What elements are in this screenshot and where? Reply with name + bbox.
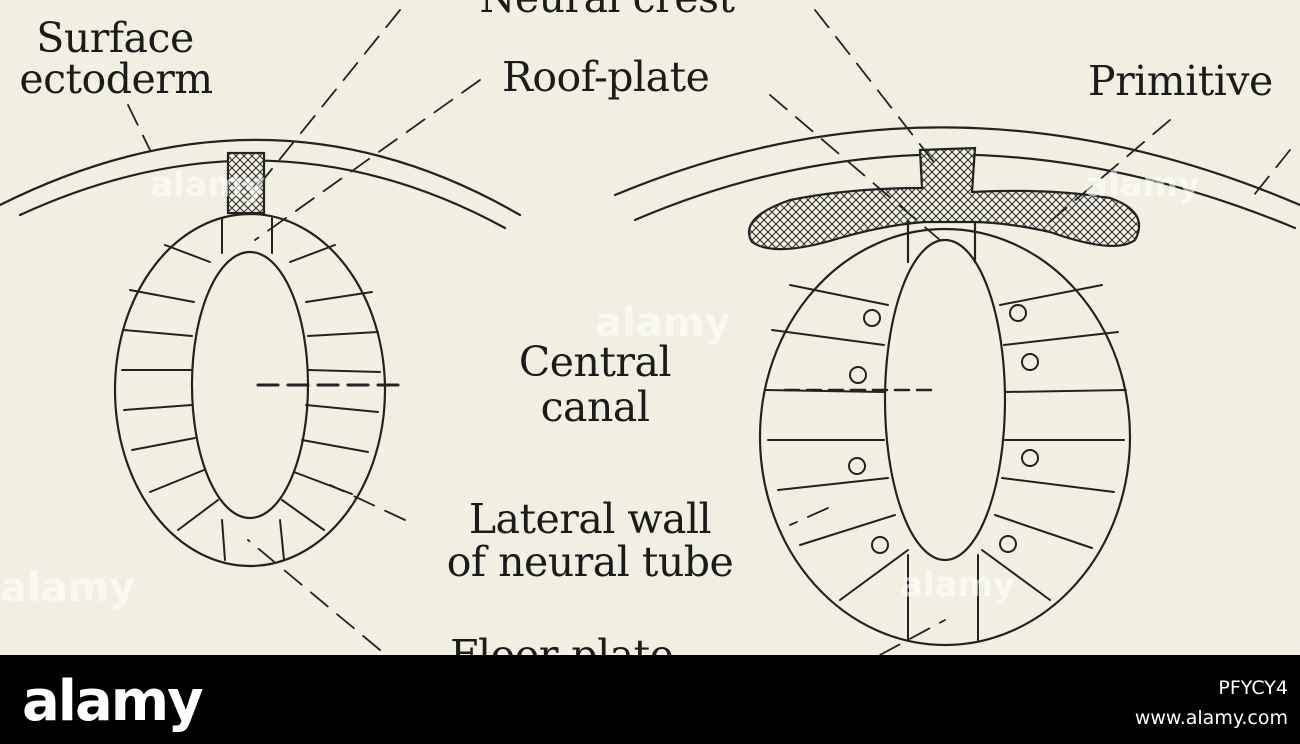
- image-id-label: PFYCY4: [1218, 677, 1288, 699]
- primitive-pointer-1: [1039, 119, 1171, 231]
- alamy-logo[interactable]: alamy: [22, 669, 204, 734]
- floor-plate-pointer: [247, 539, 381, 651]
- label-lateral-wall-line2: of neural tube: [446, 538, 734, 586]
- primitive-pointer-2: [1249, 149, 1291, 201]
- label-central-canal-line1: Central: [518, 338, 672, 386]
- floor-plate-pointer-right: [879, 619, 946, 655]
- left-ectoderm-outer: [0, 138, 522, 217]
- label-surface-ectoderm-line1: Surface: [36, 14, 194, 62]
- left-ectoderm-inner: [18, 159, 507, 230]
- neural-tube-drawing: [0, 9, 1300, 655]
- label-neural-crest: Neural crest: [432, 0, 782, 20]
- roof-plate-pointer-right: [769, 94, 941, 241]
- watermark-text: alamy: [900, 565, 1016, 605]
- label-surface-ectoderm-line2: ectoderm: [19, 55, 213, 103]
- right-central-canal: [883, 238, 1007, 562]
- label-floor-plate-partial: Floor-plate: [450, 631, 674, 655]
- right-neural-crest: [747, 146, 1141, 251]
- lateral-wall-pointer-right: [789, 507, 829, 526]
- watermark-text: alamy: [150, 165, 266, 205]
- watermark-text: alamy: [595, 300, 731, 346]
- neural-crest-pointer-left: [254, 9, 401, 191]
- roof-plate-pointer-left: [254, 79, 481, 241]
- diagram-figure: Neural crest Surface ectoderm Roof-plate…: [0, 0, 1300, 655]
- lateral-wall-pointer: [329, 484, 406, 521]
- right-neural-tube-outer: [758, 227, 1132, 647]
- label-roof-plate: Roof-plate: [502, 53, 710, 101]
- watermark-text: alamy: [0, 565, 136, 611]
- label-primitive: Primitive: [1088, 57, 1273, 105]
- left-neural-tube-outer: [113, 212, 387, 568]
- watermark-text: alamy: [1085, 165, 1201, 205]
- surface-ectoderm-pointer: [127, 104, 151, 151]
- label-lateral-wall-line1: Lateral wall: [468, 495, 712, 543]
- stock-footer-bar: alamy PFYCY4 www.alamy.com: [0, 655, 1300, 744]
- neural-crest-pointer-right: [814, 9, 941, 171]
- label-central-canal-line2: canal: [540, 383, 650, 431]
- left-roof-plate: [226, 151, 266, 215]
- right-ectoderm-outer: [613, 126, 1300, 207]
- site-url-link[interactable]: www.alamy.com: [1134, 707, 1288, 729]
